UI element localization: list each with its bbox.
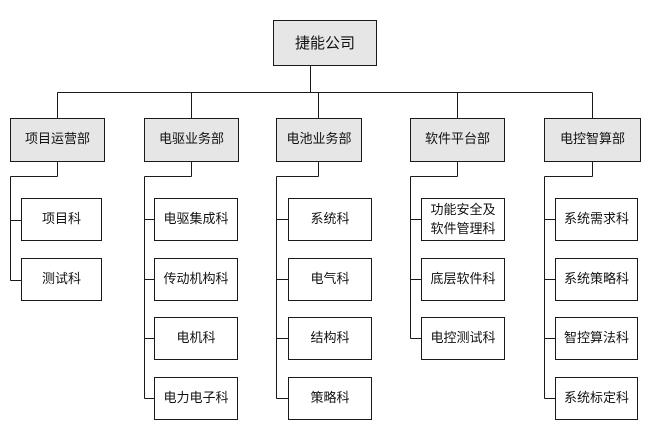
unit-node: 系统标定科 bbox=[555, 377, 638, 420]
unit-node: 系统需求科 bbox=[555, 198, 638, 241]
unit-node: 系统科 bbox=[288, 198, 372, 241]
unit-node: 策略科 bbox=[288, 377, 372, 420]
department-node: 电池业务部 bbox=[276, 118, 362, 162]
unit-node: 电气科 bbox=[288, 258, 372, 301]
unit-node: 底层软件科 bbox=[421, 258, 505, 301]
unit-node: 智控算法科 bbox=[555, 317, 638, 360]
unit-node: 项目科 bbox=[21, 198, 102, 241]
unit-node: 电力电子科 bbox=[154, 377, 238, 420]
company-node: 捷能公司 bbox=[273, 20, 377, 66]
department-node: 软件平台部 bbox=[410, 118, 505, 162]
unit-node: 系统策略科 bbox=[555, 258, 638, 301]
unit-node: 电驱集成科 bbox=[154, 198, 238, 241]
department-node: 电控智算部 bbox=[544, 118, 641, 162]
unit-node: 功能安全及 软件管理科 bbox=[421, 198, 505, 241]
unit-node: 传动机构科 bbox=[154, 258, 238, 301]
unit-node: 电控测试科 bbox=[421, 317, 505, 360]
department-node: 项目运营部 bbox=[10, 118, 105, 162]
unit-node: 测试科 bbox=[21, 258, 102, 301]
unit-node: 结构科 bbox=[288, 317, 372, 360]
unit-node: 电机科 bbox=[154, 317, 238, 360]
department-node: 电驱业务部 bbox=[144, 118, 239, 162]
